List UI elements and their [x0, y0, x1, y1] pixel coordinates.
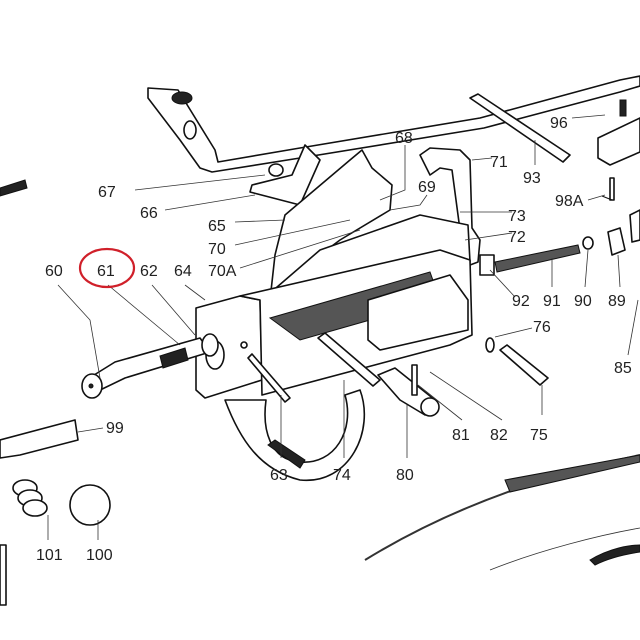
shaft-93: [469, 93, 571, 163]
pin-98: [609, 177, 615, 201]
part-96: [597, 99, 640, 166]
label-80: 80: [396, 467, 414, 484]
label-76: 76: [533, 319, 551, 336]
label-64: 64: [174, 263, 192, 280]
label-89: 89: [608, 293, 626, 310]
label-70a: 70A: [208, 263, 237, 280]
loop-bracket: [224, 389, 365, 481]
label-65: 65: [208, 218, 226, 235]
label-75: 75: [530, 427, 548, 444]
part-left-top: [0, 179, 28, 197]
main-body: [195, 249, 473, 399]
label-68: 68: [395, 130, 413, 147]
pin-98a: [601, 195, 613, 201]
leader-lines: [47, 114, 639, 540]
label-100: 100: [86, 547, 113, 564]
label-99: 99: [106, 420, 124, 437]
label-101: 101: [36, 547, 63, 564]
label-81: 81: [452, 427, 470, 444]
label-96: 96: [550, 115, 568, 132]
cap-100: [69, 484, 111, 526]
label-67: 67: [98, 184, 116, 201]
screw-81: [411, 364, 418, 396]
label-82: 82: [490, 427, 508, 444]
label-93: 93: [523, 170, 541, 187]
spring-91: [479, 209, 640, 276]
part-99: [0, 419, 79, 459]
label-98a: 98A: [555, 193, 584, 210]
label-91: 91: [543, 293, 561, 310]
label-63: 63: [270, 467, 288, 484]
spool-60-61-62: [81, 333, 219, 399]
label-62: 62: [140, 263, 158, 280]
label-60: 60: [45, 263, 63, 280]
loop-shading: [267, 439, 306, 469]
label-74: 74: [333, 467, 351, 484]
pin-63: [247, 353, 291, 403]
rod-74: [317, 332, 381, 387]
label-70: 70: [208, 241, 226, 258]
label-73: 73: [508, 208, 526, 225]
highlight-circle-61: [78, 247, 136, 289]
label-71: 71: [490, 154, 508, 171]
label-61: 61: [97, 263, 115, 280]
label-69: 69: [418, 179, 436, 196]
label-85: 85: [614, 360, 632, 377]
spring-101: [12, 479, 48, 517]
rail-lever: [147, 75, 640, 173]
label-66: 66: [140, 205, 158, 222]
label-90: 90: [574, 293, 592, 310]
label-92: 92: [512, 293, 530, 310]
label-72: 72: [508, 229, 526, 246]
part-left-edge: [0, 544, 7, 606]
pin-75: [485, 337, 549, 386]
